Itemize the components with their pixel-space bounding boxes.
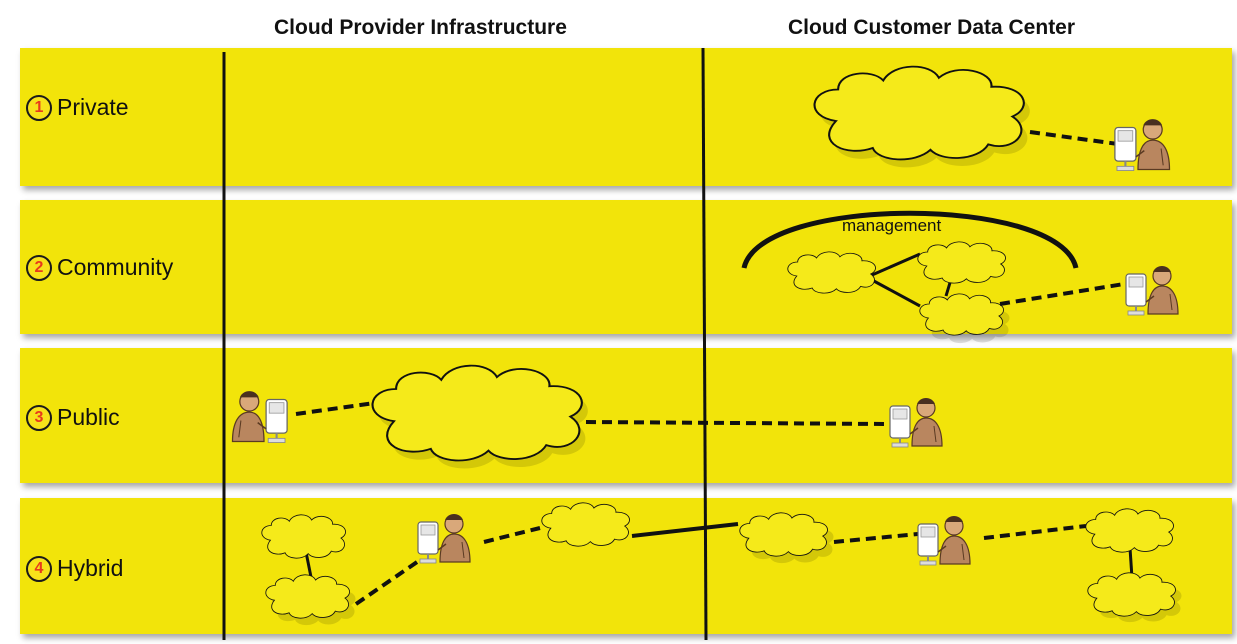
management-label: management	[842, 216, 942, 235]
row-label-text: Public	[57, 404, 120, 430]
community-cloud-left	[787, 251, 876, 294]
hybrid-cloud	[739, 512, 834, 564]
hybrid-cloud	[1087, 572, 1182, 623]
column-header-customer: Cloud Customer Data Center	[788, 16, 1076, 39]
dashed-link	[983, 524, 1087, 540]
hybrid-cloud	[541, 502, 630, 547]
row-label-public: 3 Public	[26, 404, 120, 431]
dashed-link	[483, 526, 541, 544]
user-icon	[231, 390, 289, 444]
solid-link	[871, 252, 921, 277]
solid-link	[631, 522, 739, 538]
divider-line-right	[701, 47, 708, 641]
hybrid-cloud	[265, 574, 356, 626]
dashed-link	[354, 558, 422, 606]
row-band-public	[20, 348, 1232, 483]
management-arc	[741, 210, 1079, 269]
community-cloud-bottom	[919, 293, 1010, 344]
private-cloud	[813, 65, 1030, 168]
solid-link	[871, 278, 921, 308]
dashed-link	[833, 532, 919, 544]
row-number-badge: 3	[26, 404, 52, 431]
user-icon	[417, 513, 471, 564]
hybrid-cloud	[261, 514, 346, 559]
user-icon	[889, 397, 943, 448]
row-band-community	[20, 200, 1232, 334]
row-band-private	[20, 48, 1232, 186]
dashed-link	[295, 400, 383, 416]
dashed-link	[1029, 130, 1119, 146]
user-icon	[917, 515, 971, 566]
row-label-hybrid: 4 Hybrid	[26, 555, 123, 582]
user-icon	[1113, 118, 1171, 172]
row-label-text: Community	[57, 254, 174, 280]
dashed-link	[585, 420, 887, 426]
row-number-badge: 1	[26, 94, 52, 121]
dashed-link	[999, 282, 1125, 306]
hybrid-cloud	[1085, 508, 1174, 553]
public-cloud	[371, 364, 588, 469]
row-number-badge: 2	[26, 254, 52, 281]
row-label-private: 1 Private	[26, 94, 129, 121]
row-label-text: Hybrid	[57, 555, 124, 581]
community-cloud-top	[917, 241, 1006, 284]
row-label-community: 2 Community	[26, 254, 173, 281]
row-label-text: Private	[57, 94, 129, 120]
user-icon	[1125, 265, 1179, 316]
row-number-badge: 4	[26, 555, 52, 582]
column-header-provider: Cloud Provider Infrastructure	[274, 16, 567, 39]
